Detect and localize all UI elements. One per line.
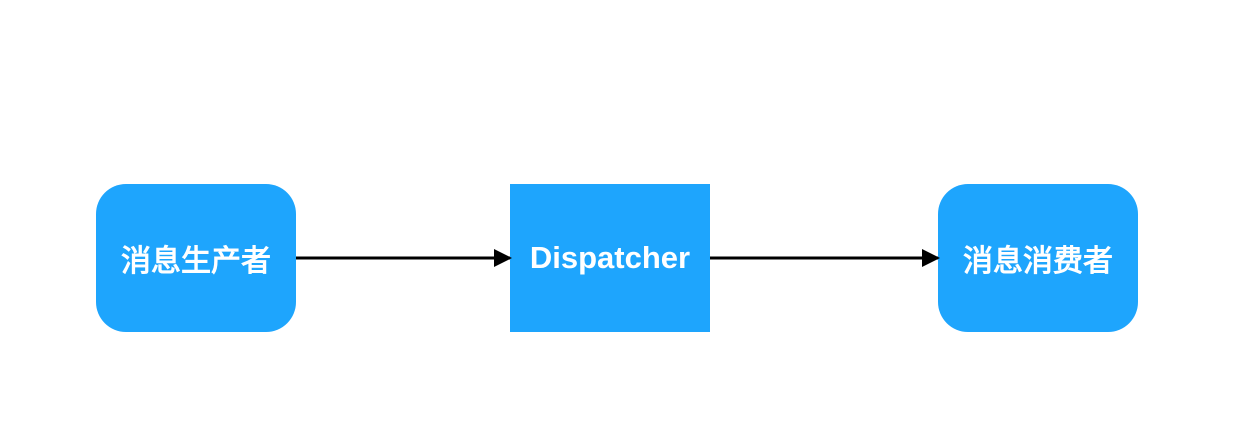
dispatcher-node: Dispatcher xyxy=(510,184,710,332)
dispatcher-label: Dispatcher xyxy=(529,240,691,275)
producer-label: 消息生产者 xyxy=(121,244,271,279)
consumer-node: 消息消费者 xyxy=(938,184,1138,332)
producer-node: 消息生产者 xyxy=(96,184,296,332)
consumer-label: 消息消费者 xyxy=(963,244,1113,279)
